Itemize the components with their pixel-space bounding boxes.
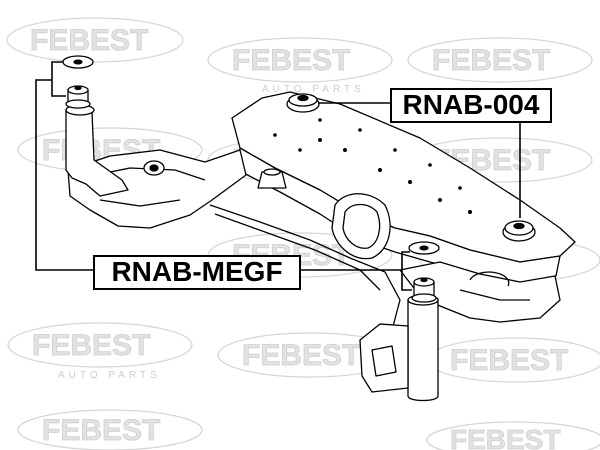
- center-mount-top: [263, 168, 281, 176]
- left-arm-socket-inner: [149, 164, 159, 172]
- center-opening-inner: [342, 203, 381, 249]
- watermark-logo: FEBEST AUTO PARTS: [7, 322, 193, 381]
- leader-lines: [35, 61, 521, 291]
- bushings: [62, 55, 536, 303]
- watermark-logo: FEBEST AUTO PARTS: [207, 37, 393, 95]
- watermark-logo: FEBEST: [17, 409, 203, 450]
- watermark-brand: FEBEST: [432, 44, 550, 77]
- lower-rail-inner: [214, 213, 381, 291]
- watermark-brand: FEBEST: [450, 344, 568, 377]
- watermark-logo: FEBEST: [426, 337, 600, 383]
- right-mount-post: [407, 299, 439, 402]
- watermark-logo: FEBEST: [6, 17, 184, 63]
- bushing-rnab-004-top: [286, 93, 320, 113]
- watermark-brand: FEBEST: [30, 24, 148, 57]
- watermark-brand: FEBEST: [32, 329, 150, 362]
- watermark-tagline: AUTO PARTS: [58, 370, 161, 381]
- crossmember-holes: [273, 118, 472, 214]
- part-callout-rnab-004: RNAB-004: [390, 88, 552, 123]
- bushing-rnab-megf-right: [411, 277, 437, 303]
- watermark-brand: FEBEST: [232, 44, 350, 77]
- left-mount-post: [65, 109, 129, 197]
- bushing-rnab-004-right: [502, 220, 536, 242]
- bushing-rnab-megf-washer-left: [62, 55, 94, 69]
- rear-right-bracket-detail: [459, 271, 530, 301]
- watermark-brand: FEBEST: [450, 424, 560, 450]
- watermark-logo: FEBEST: [426, 421, 600, 450]
- watermark-brand: FEBEST: [242, 339, 360, 372]
- left-control-arm: [67, 149, 247, 229]
- part-callout-rnab-megf: RNAB-MEGF: [93, 255, 301, 290]
- leader-rnab-megf-left: [35, 61, 93, 271]
- watermark-brand: FEBEST: [42, 414, 160, 447]
- watermark-logo: FEBEST: [217, 332, 403, 378]
- right-lower-bracket-detail: [371, 345, 397, 377]
- watermark-logo: FEBEST: [407, 37, 593, 83]
- bushing-rnab-megf-washer-right: [408, 241, 440, 255]
- right-lower-bracket: [359, 323, 409, 393]
- subframe-drawing: [65, 91, 576, 402]
- bushing-rnab-megf-left: [65, 85, 91, 109]
- leader-rnab-megf-right: [297, 251, 412, 291]
- watermark-tagline: AUTO PARTS: [262, 84, 365, 95]
